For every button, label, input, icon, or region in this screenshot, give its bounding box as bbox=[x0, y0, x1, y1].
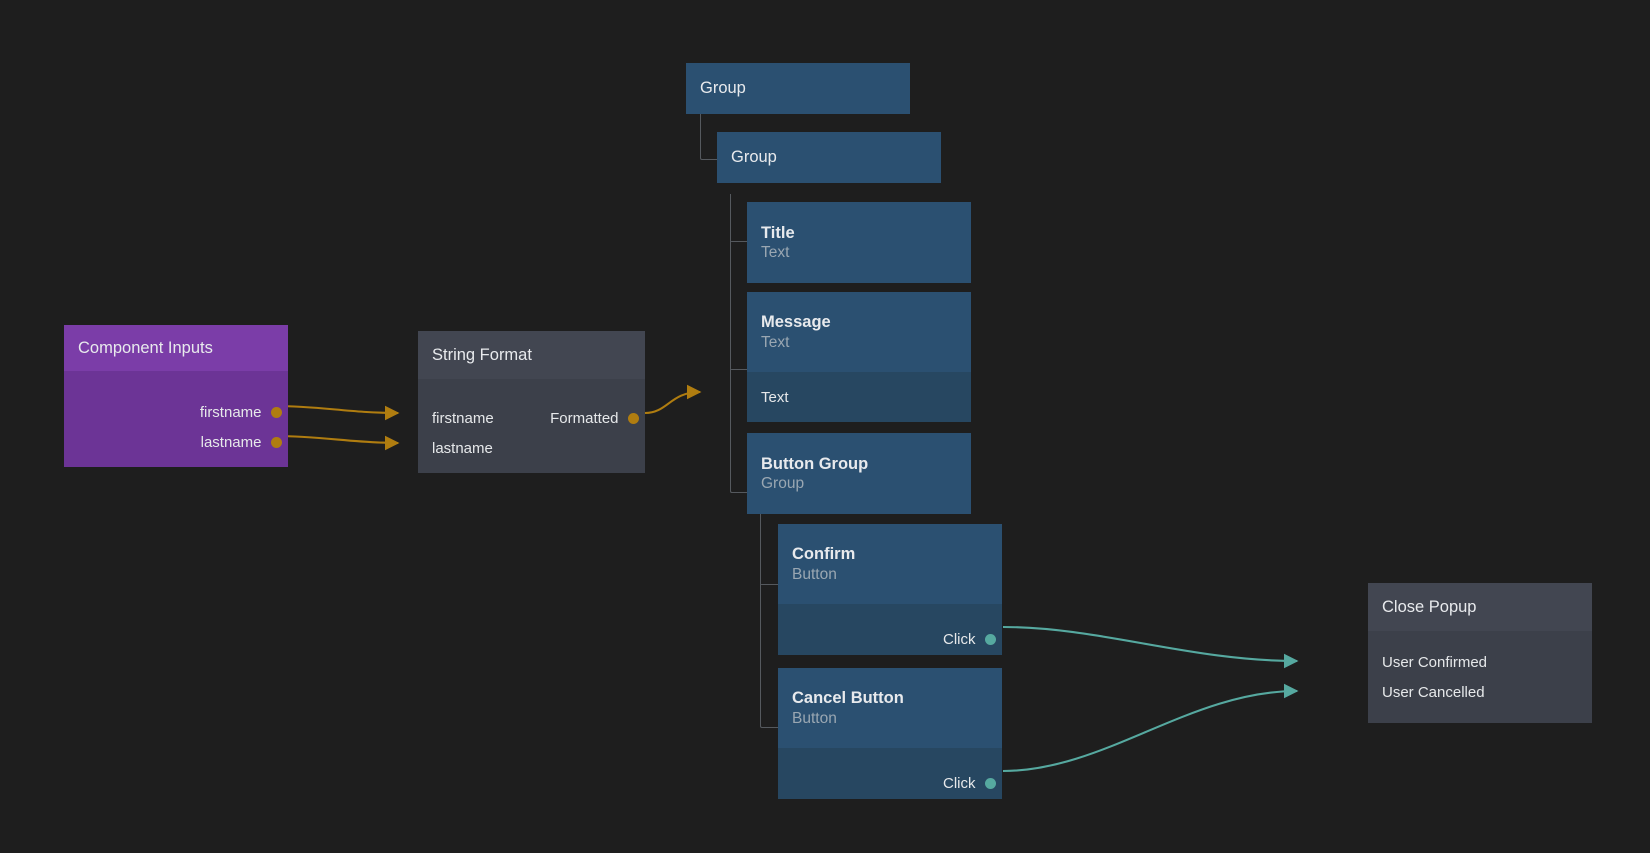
port-label: lastname bbox=[200, 433, 262, 451]
node-title: Close Popup bbox=[1382, 597, 1477, 616]
node-header[interactable]: Button Group Group bbox=[747, 433, 971, 514]
port-label: Formatted bbox=[550, 409, 619, 427]
node-title-text[interactable]: Title Text bbox=[747, 202, 971, 283]
node-header[interactable]: Message Text bbox=[747, 292, 971, 372]
node-message-text[interactable]: Message Text Text bbox=[747, 292, 971, 422]
node-title: Cancel Button bbox=[792, 689, 904, 707]
tree-tick-button-group bbox=[730, 194, 750, 493]
port-in-firstname[interactable]: firstname bbox=[432, 409, 494, 427]
node-header[interactable]: Title Text bbox=[747, 202, 971, 283]
node-body: Click bbox=[778, 604, 1002, 655]
node-string-format[interactable]: String Format firstname lastname Formatt… bbox=[418, 331, 645, 473]
node-title: Confirm bbox=[792, 545, 856, 563]
node-confirm-button[interactable]: Confirm Button Click bbox=[778, 524, 1002, 655]
node-header[interactable]: Close Popup bbox=[1368, 583, 1592, 631]
port-dot-icon[interactable] bbox=[984, 633, 996, 645]
tree-connector-buttongroup-to-buttons bbox=[760, 513, 780, 728]
wire-firstname bbox=[275, 404, 400, 421]
port-in-user-confirmed[interactable]: User Confirmed bbox=[1382, 653, 1487, 671]
node-header[interactable]: Confirm Button bbox=[778, 524, 1002, 604]
node-title: String Format bbox=[432, 345, 532, 364]
node-header[interactable]: Group bbox=[717, 132, 941, 183]
port-in-text[interactable]: Text bbox=[761, 388, 789, 406]
tree-tick-confirm bbox=[760, 513, 780, 585]
node-header[interactable]: Component Inputs bbox=[64, 325, 288, 371]
node-cancel-button[interactable]: Cancel Button Button Click bbox=[778, 668, 1002, 799]
port-dot-icon[interactable] bbox=[270, 406, 282, 418]
node-subtitle: Text bbox=[761, 333, 790, 351]
node-title: Title bbox=[761, 223, 795, 242]
node-subtitle: Button bbox=[792, 565, 837, 583]
node-header[interactable]: String Format bbox=[418, 331, 645, 379]
node-group-child[interactable]: Group bbox=[717, 132, 941, 183]
port-dot-icon[interactable] bbox=[984, 777, 996, 789]
node-body: Text bbox=[747, 372, 971, 422]
port-label: User Confirmed bbox=[1382, 653, 1488, 671]
port-out-click[interactable]: Click bbox=[943, 630, 996, 648]
port-out-lastname[interactable]: lastname bbox=[200, 433, 282, 451]
node-body: User Confirmed User Cancelled bbox=[1368, 631, 1592, 723]
port-dot-icon[interactable] bbox=[627, 412, 639, 424]
node-body: Click bbox=[778, 748, 1002, 799]
node-title: Group bbox=[731, 148, 777, 167]
port-in-user-cancelled[interactable]: User Cancelled bbox=[1382, 683, 1485, 701]
node-component-inputs[interactable]: Component Inputs firstname lastname bbox=[64, 325, 288, 467]
node-header[interactable]: Group bbox=[686, 63, 910, 114]
node-title: Message bbox=[761, 313, 831, 331]
tree-tick-message bbox=[730, 194, 750, 370]
wire-cancel-click bbox=[1002, 683, 1299, 773]
node-subtitle: Text bbox=[761, 244, 790, 262]
port-dot-icon[interactable] bbox=[270, 436, 282, 448]
port-label: Click bbox=[943, 630, 976, 648]
node-title: Component Inputs bbox=[78, 338, 213, 357]
wire-confirm-click bbox=[1002, 625, 1299, 669]
node-body: firstname lastname bbox=[64, 371, 288, 467]
tree-tick-title bbox=[730, 194, 750, 242]
wire-formatted-to-text bbox=[644, 384, 702, 415]
wire-lastname bbox=[275, 434, 400, 451]
node-title: Group bbox=[700, 79, 746, 98]
port-label: firstname bbox=[432, 409, 494, 427]
port-label: firstname bbox=[199, 403, 262, 421]
port-label: Click bbox=[943, 774, 976, 792]
node-subtitle: Group bbox=[761, 475, 805, 493]
node-subtitle: Button bbox=[792, 709, 837, 727]
node-body: firstname lastname Formatted bbox=[418, 379, 645, 473]
node-button-group[interactable]: Button Group Group bbox=[747, 433, 971, 514]
port-label: User Cancelled bbox=[1382, 683, 1485, 701]
port-out-firstname[interactable]: firstname bbox=[199, 403, 282, 421]
port-in-lastname[interactable]: lastname bbox=[432, 439, 493, 457]
node-close-popup[interactable]: Close Popup User Confirmed User Cancelle… bbox=[1368, 583, 1592, 723]
port-out-formatted[interactable]: Formatted bbox=[550, 409, 639, 427]
tree-connector-root-to-group bbox=[700, 114, 720, 160]
port-label: lastname bbox=[432, 439, 493, 457]
port-label: Text bbox=[761, 388, 789, 406]
node-header[interactable]: Cancel Button Button bbox=[778, 668, 1002, 748]
node-group-root[interactable]: Group bbox=[686, 63, 910, 114]
port-out-click[interactable]: Click bbox=[943, 774, 996, 792]
node-title: Button Group bbox=[761, 454, 869, 473]
